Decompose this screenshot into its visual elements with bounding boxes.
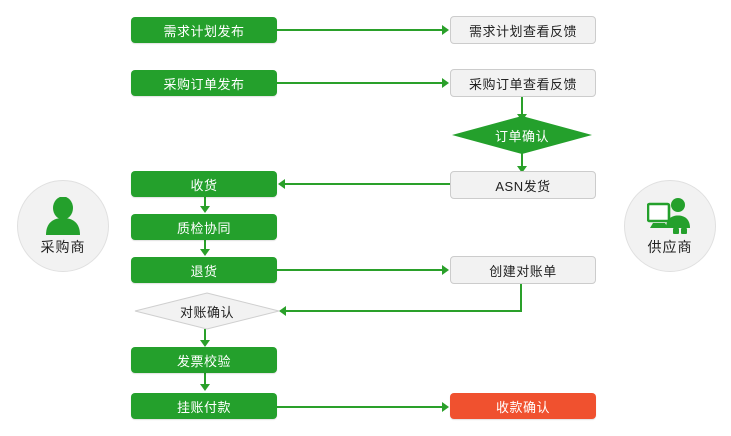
node-statement-confirm[interactable]: 对账确认 bbox=[134, 292, 280, 330]
node-label: 创建对账单 bbox=[489, 263, 557, 279]
edge-create-statement-to-statement-confirm bbox=[286, 310, 522, 312]
node-label: 质检协同 bbox=[176, 220, 231, 236]
node-order-confirm[interactable]: 订单确认 bbox=[452, 116, 592, 154]
node-demand-plan-publish[interactable]: 需求计划发布 bbox=[131, 17, 277, 43]
node-label: 需求计划发布 bbox=[163, 23, 245, 39]
edge-statement-confirm-to-invoice-verify bbox=[204, 329, 206, 342]
edge-demand-plan-publish-to-feedback bbox=[277, 29, 443, 31]
arrowhead-payable-payment bbox=[200, 384, 210, 391]
arrowhead-asn-shipment bbox=[517, 166, 527, 173]
edge-po-feedback-to-order-confirm bbox=[521, 96, 523, 118]
node-label: 退货 bbox=[190, 263, 218, 279]
arrowhead-create-statement bbox=[442, 265, 449, 275]
node-goods-receipt[interactable]: 收货 bbox=[131, 171, 277, 197]
node-label: 采购订单发布 bbox=[163, 76, 245, 92]
person-icon bbox=[40, 195, 86, 235]
arrowhead-return-goods bbox=[200, 249, 210, 256]
node-po-publish[interactable]: 采购订单发布 bbox=[131, 70, 277, 96]
diamond-shape-icon bbox=[452, 116, 592, 154]
node-asn-shipment[interactable]: ASN发货 bbox=[450, 171, 596, 199]
edge-po-publish-to-feedback bbox=[277, 82, 443, 84]
edge-asn-to-goods-receipt bbox=[285, 183, 450, 185]
actor-buyer[interactable]: 采购商 bbox=[17, 180, 109, 272]
arrowhead-demand-plan-feedback bbox=[442, 25, 449, 35]
node-invoice-verify[interactable]: 发票校验 bbox=[131, 347, 277, 373]
node-label: 采购订单查看反馈 bbox=[468, 76, 577, 92]
node-create-statement[interactable]: 创建对账单 bbox=[450, 256, 596, 284]
node-label: 发票校验 bbox=[176, 353, 231, 369]
edge-invoice-verify-to-payable-payment bbox=[204, 372, 206, 386]
person-with-monitor-icon bbox=[647, 195, 693, 235]
actor-supplier[interactable]: 供应商 bbox=[624, 180, 716, 272]
node-label: 挂账付款 bbox=[176, 399, 231, 415]
node-payable-payment[interactable]: 挂账付款 bbox=[131, 393, 277, 419]
node-qc-collaboration[interactable]: 质检协同 bbox=[131, 214, 277, 240]
arrowhead-receipt-confirm bbox=[442, 402, 449, 412]
node-label: 收货 bbox=[190, 177, 218, 193]
edge-return-goods-to-create-statement bbox=[277, 269, 443, 271]
node-receipt-confirm[interactable]: 收款确认 bbox=[450, 393, 596, 419]
actor-label: 采购商 bbox=[40, 239, 86, 255]
node-label: 需求计划查看反馈 bbox=[468, 23, 577, 39]
arrowhead-po-feedback bbox=[442, 78, 449, 88]
node-po-feedback[interactable]: 采购订单查看反馈 bbox=[450, 69, 596, 97]
edge-order-confirm-to-asn bbox=[521, 152, 523, 170]
arrowhead-invoice-verify bbox=[200, 340, 210, 347]
edge-goods-receipt-to-qc bbox=[204, 197, 206, 208]
node-label: 收款确认 bbox=[495, 399, 550, 415]
diamond-shape-icon bbox=[134, 292, 280, 330]
node-return-goods[interactable]: 退货 bbox=[131, 257, 277, 283]
edge-qc-to-return-goods bbox=[204, 240, 206, 251]
arrowhead-statement-confirm bbox=[279, 306, 286, 316]
node-demand-plan-feedback[interactable]: 需求计划查看反馈 bbox=[450, 16, 596, 44]
arrowhead-qc-collaboration bbox=[200, 206, 210, 213]
actor-label: 供应商 bbox=[647, 239, 693, 255]
node-label: ASN发货 bbox=[495, 178, 551, 194]
edge-create-statement-down bbox=[520, 283, 522, 312]
edge-payable-payment-to-receipt-confirm bbox=[277, 406, 443, 408]
arrowhead-goods-receipt bbox=[278, 179, 285, 189]
